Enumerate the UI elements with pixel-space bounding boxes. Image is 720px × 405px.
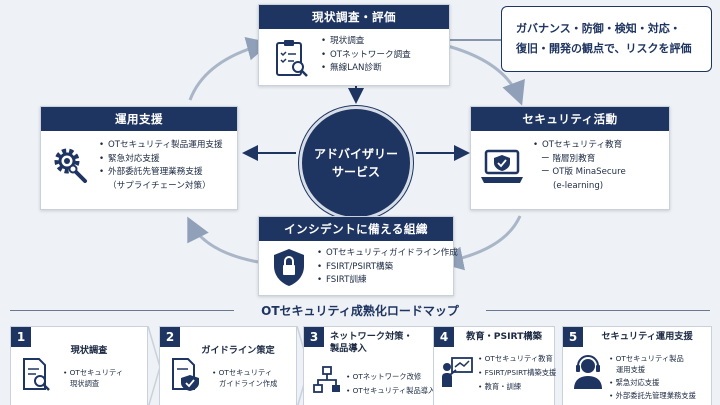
list-item: ー OT版 MinaSecure <box>541 167 626 177</box>
list-item: 運用支援 <box>616 365 646 374</box>
bottom-box-list: •OTセキュリティガイドライン作成 •FSIRT/PSIRT構築 •FSIRT訓… <box>317 247 458 288</box>
list-item: • OTネットワーク改修 <box>346 372 422 381</box>
cycle-arc-left-top <box>188 37 271 101</box>
roadmap-step-2: 2 ガイドライン策定 • OTセキュリティ ガイドライン作成 <box>159 326 297 405</box>
step-title: 現状調査 <box>70 345 108 356</box>
list-item: • 外部委託先管理業務支援 <box>609 391 696 400</box>
list-item: •現状調査 <box>321 36 365 46</box>
checklist-search-icon <box>276 40 308 77</box>
roadmap-step-3: 3 ネットワーク対策・ 製品導入 • OTネットワーク改修 • OTセキュリティ… <box>303 326 441 405</box>
shield-lock-icon <box>274 249 304 286</box>
network-icon <box>313 366 340 393</box>
step-title: ガイドライン策定 <box>201 345 275 356</box>
top-box-title: 現状調査・評価 <box>259 5 449 29</box>
step-title-line-2: 製品導入 <box>330 343 367 354</box>
laptop-shield-icon <box>481 149 523 183</box>
step-title: ネットワーク対策・ 製品導入 <box>330 331 438 355</box>
roadmap-step-1: 1 現状調査 • OTセキュリティ 現状調査 <box>10 326 148 405</box>
bottom-box: インシデントに備える組織 •OTセキュリティガイドライン作成 •FSIRT/PS… <box>258 216 458 296</box>
bottom-box-title: インシデントに備える組織 <box>259 217 453 241</box>
cycle-arc-top-right <box>439 42 525 106</box>
note-line-1: ガバナンス・防御・検知・対応・ <box>516 22 681 35</box>
step-number: 5 <box>563 327 583 347</box>
list-item: 現状調査 <box>70 379 100 388</box>
roadmap-rule-right <box>486 310 710 311</box>
list-item: •OTセキュリティガイドライン作成 <box>317 248 458 258</box>
chevron-right-icon <box>297 326 309 405</box>
right-box-list: •OTセキュリティ教育 ー 階層別教育 ー OT版 MinaSecure (e-… <box>533 139 626 193</box>
note-line-2: 復旧・開発の観点で、リスクを評価 <box>516 42 692 55</box>
list-item: •FSIRT/PSIRT構築 <box>317 261 394 272</box>
list-item: ガイドライン作成 <box>219 379 278 388</box>
cycle-arc-bottom-left <box>187 216 259 264</box>
list-item: •OTネットワーク調査 <box>321 49 411 60</box>
left-box: 運用支援 •OTセキュリティ製品運用支援 •緊急対応支援 •外部委託先管理業務支… <box>40 106 238 210</box>
step-title: 教育・PSIRT構築 <box>466 331 542 342</box>
list-item: • OTセキュリティ製品 <box>609 354 684 363</box>
step-items: • OTセキュリティ ガイドライン作成 <box>212 367 277 389</box>
step-items: • OTセキュリティ 現状調査 <box>63 367 123 389</box>
step-number: 4 <box>434 327 454 347</box>
document-search-icon <box>23 358 50 391</box>
list-item: • FSIRT/PSIRT構築支援 <box>478 368 557 377</box>
list-item: •緊急対応支援 <box>99 153 160 164</box>
roadmap-step-5: 5 セキュリティ運用支援 • OTセキュリティ製品 運用支援 • 緊急対応支援 … <box>562 326 712 405</box>
risk-evaluation-note: ガバナンス・防御・検知・対応・ 復旧・開発の観点で、リスクを評価 <box>501 6 712 72</box>
step-number: 1 <box>11 327 31 347</box>
list-item: •無線LAN診断 <box>321 63 382 73</box>
chevron-right-icon <box>148 326 160 405</box>
list-item: • OTセキュリティ教育 <box>478 354 553 363</box>
advisory-service-center: アドバイザリー サービス <box>299 106 413 220</box>
step-title-line-1: ネットワーク対策・ <box>330 331 413 342</box>
roadmap-rule-left <box>10 310 234 311</box>
document-check-icon <box>172 358 199 391</box>
headset-operator-icon <box>574 355 602 389</box>
top-box-list: •現状調査 •OTネットワーク調査 •無線LAN診断 <box>321 35 411 76</box>
roadmap-step-4: 4 教育・PSIRT構築 • OTセキュリティ教育 • FSIRT/PSIRT構… <box>433 326 556 405</box>
center-line-1: アドバイザリー <box>313 147 398 161</box>
step-items: • OTセキュリティ製品 運用支援 • 緊急対応支援 • 外部委託先管理業務支援 <box>609 353 696 401</box>
step-title: セキュリティ運用支援 <box>601 331 693 342</box>
step-items: • OTネットワーク改修 • OTセキュリティ製品導入 <box>346 371 435 396</box>
cycle-arc-right-bottom <box>439 215 522 271</box>
list-item: •FSIRT訓練 <box>317 275 367 285</box>
gear-wrench-icon <box>54 148 87 183</box>
top-box: 現状調査・評価 •現状調査 •OTネットワーク調査 •無線LAN診断 <box>258 4 450 86</box>
list-item: • OTセキュリティ製品導入 <box>346 386 436 395</box>
list-item: • 教育・訓練 <box>478 382 522 391</box>
step-number: 3 <box>304 327 324 347</box>
list-item: •外部委託先管理業務支援 <box>99 167 203 177</box>
list-item: • 緊急対応支援 <box>609 378 660 387</box>
list-item: • OTセキュリティ <box>63 368 124 377</box>
teacher-icon <box>442 357 473 387</box>
left-box-list: •OTセキュリティ製品運用支援 •緊急対応支援 •外部委託先管理業務支援 （サプ… <box>99 139 223 193</box>
list-item: • OTセキュリティ <box>212 368 273 377</box>
list-item: •OTセキュリティ教育 <box>533 140 623 150</box>
roadmap-title: OTセキュリティ成熟化ロードマップ <box>261 304 459 318</box>
center-line-2: サービス <box>331 165 380 179</box>
list-item: （サプライチェーン対策） <box>108 180 211 191</box>
left-box-title: 運用支援 <box>41 107 237 131</box>
list-item: ー 階層別教育 <box>541 153 596 164</box>
step-items: • OTセキュリティ教育 • FSIRT/PSIRT構築支援 • 教育・訓練 <box>478 353 556 392</box>
right-box: セキュリティ活動 •OTセキュリティ教育 ー 階層別教育 ー OT版 MinaS… <box>470 106 670 210</box>
list-item: •OTセキュリティ製品運用支援 <box>99 140 223 150</box>
right-box-title: セキュリティ活動 <box>471 107 669 131</box>
list-item: (e-learning) <box>553 180 604 191</box>
step-number: 2 <box>160 327 180 347</box>
